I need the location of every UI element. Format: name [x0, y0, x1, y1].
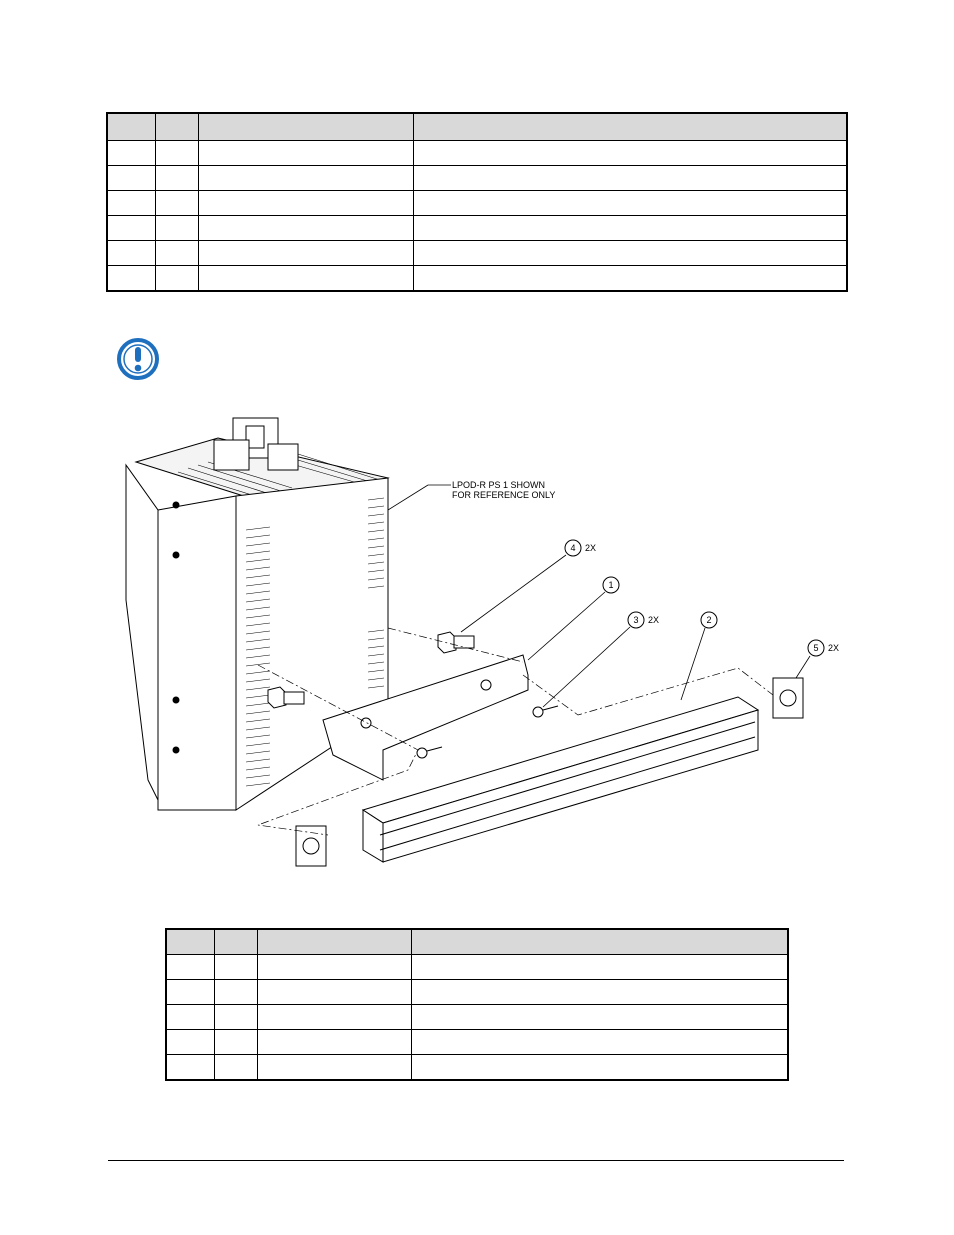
table-row [106, 140, 848, 166]
table-header-row [106, 112, 848, 141]
footer-rule [108, 1160, 844, 1161]
table-cell [410, 979, 789, 1005]
table-cell [106, 265, 156, 292]
table-cell [410, 1029, 789, 1055]
table-row [165, 1004, 789, 1030]
balloon-number: 3 [633, 615, 638, 625]
reference-callout-line1: LPOD-R PS 1 SHOWN [452, 480, 545, 490]
table-cell [197, 140, 414, 166]
table-cell [256, 1029, 412, 1055]
table-cell [154, 240, 199, 266]
balloon-1: 1 [527, 576, 620, 661]
table-cell [197, 265, 414, 292]
table-cell [213, 979, 258, 1005]
balloon-qty: 2X [585, 543, 596, 553]
kit-parts-table-2 [165, 928, 789, 1081]
header-cell [106, 112, 156, 141]
table-row [106, 240, 848, 266]
balloon-number: 5 [813, 643, 818, 653]
table-cell [412, 265, 848, 292]
header-cell [165, 928, 215, 955]
din-rail [361, 696, 760, 863]
balloon-number: 4 [570, 543, 575, 553]
table-cell [154, 190, 199, 216]
balloon-qty: 2X [828, 643, 839, 653]
table-cell [412, 190, 848, 216]
header-cell [256, 928, 412, 955]
table-row [106, 265, 848, 292]
header-cell [197, 112, 414, 141]
table-cell [106, 190, 156, 216]
table-cell [165, 1004, 215, 1030]
table-cell [412, 165, 848, 191]
table-cell [106, 240, 156, 266]
table-row [106, 190, 848, 216]
header-cell [154, 112, 199, 141]
header-cell [410, 928, 789, 955]
table-row [165, 954, 789, 980]
table-cell [106, 165, 156, 191]
mounting-bracket [322, 654, 529, 781]
table-cell [197, 215, 414, 241]
table-cell [154, 140, 199, 166]
table-cell [256, 1054, 412, 1081]
table-cell [213, 1004, 258, 1030]
table-row [165, 979, 789, 1005]
table-cell [256, 1004, 412, 1030]
table-cell [165, 979, 215, 1005]
table-cell [256, 954, 412, 980]
screw [416, 705, 559, 759]
balloon-2: 2 [680, 611, 718, 701]
balloon-5: 5 2X [795, 639, 839, 679]
table-row [165, 1054, 789, 1081]
table-cell [256, 979, 412, 1005]
table-cell [412, 140, 848, 166]
balloon-3: 3 2X [542, 611, 659, 708]
table-cell [197, 240, 414, 266]
table-cell [213, 1029, 258, 1055]
table-cell [165, 954, 215, 980]
table-cell [213, 954, 258, 980]
balloon-4: 4 2X [460, 539, 596, 633]
table-cell [197, 165, 414, 191]
reference-callout-line2: FOR REFERENCE ONLY [452, 490, 555, 500]
installation-diagram: LPOD-R PS 1 SHOWN FOR REFERENCE ONLY [125, 417, 839, 867]
balloon-number: 1 [608, 580, 613, 590]
table-cell [165, 1029, 215, 1055]
table-row [165, 1029, 789, 1055]
table-cell [197, 190, 414, 216]
table-cell [106, 215, 156, 241]
exclamation-circle-icon [117, 338, 159, 380]
balloon-qty: 2X [648, 615, 659, 625]
table-cell [106, 140, 156, 166]
nut-plate [295, 677, 804, 867]
table-row [106, 215, 848, 241]
table-cell [165, 1054, 215, 1081]
table-cell [410, 954, 789, 980]
table-cell [154, 165, 199, 191]
table-row [106, 165, 848, 191]
header-cell [213, 928, 258, 955]
table-cell [154, 265, 199, 292]
table-cell [410, 1054, 789, 1081]
kit-parts-table-1 [106, 112, 848, 292]
table-header-row [165, 928, 789, 955]
table-cell [410, 1004, 789, 1030]
balloon-number: 2 [706, 615, 711, 625]
table-cell [154, 215, 199, 241]
table-cell [412, 215, 848, 241]
table-cell [412, 240, 848, 266]
power-supply-unit [125, 417, 390, 811]
table-cell [213, 1054, 258, 1081]
header-cell [412, 112, 848, 141]
